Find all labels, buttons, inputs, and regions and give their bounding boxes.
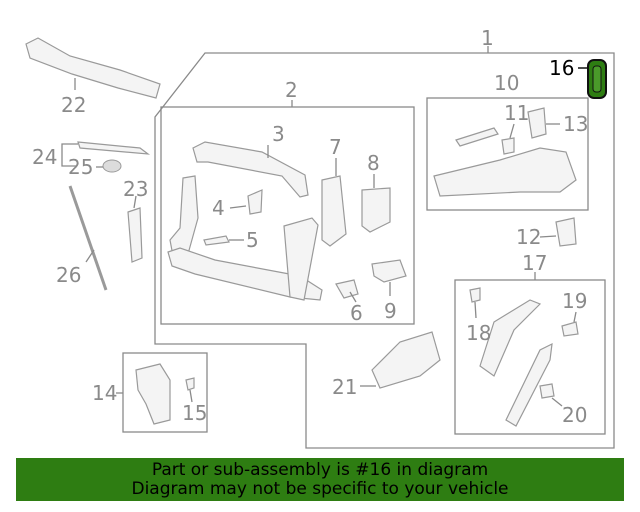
callout-10[interactable]: 10 — [494, 71, 519, 95]
callout-26[interactable]: 26 — [56, 263, 81, 287]
part-16-highlighted[interactable] — [587, 59, 607, 99]
part-14-bracket — [135, 363, 171, 425]
part-17-hinge-pillar — [505, 342, 553, 427]
callout-18[interactable]: 18 — [466, 321, 491, 345]
part-6-clip — [335, 279, 359, 299]
callout-7[interactable]: 7 — [329, 135, 342, 159]
part-18-clip — [469, 287, 481, 303]
callout-15[interactable]: 15 — [182, 401, 207, 425]
subassembly-box-17 — [454, 279, 606, 435]
callout-8[interactable]: 8 — [367, 151, 380, 175]
part-13-bracket — [527, 107, 547, 139]
part-9-bracket — [371, 259, 407, 283]
callout-1[interactable]: 1 — [481, 26, 494, 50]
subassembly-box-2 — [160, 106, 415, 325]
callout-14[interactable]: 14 — [92, 381, 117, 405]
callout-23[interactable]: 23 — [123, 177, 148, 201]
callout-5[interactable]: 5 — [246, 228, 259, 252]
radiator-support-frame — [167, 175, 323, 301]
info-banner: Part or sub-assembly is #16 in diagram D… — [16, 458, 624, 501]
callout-22[interactable]: 22 — [61, 93, 86, 117]
part-10-rail — [455, 127, 499, 147]
banner-line-2: Diagram may not be specific to your vehi… — [131, 479, 509, 499]
part-7-side-member — [321, 175, 347, 247]
callout-21[interactable]: 21 — [332, 375, 357, 399]
part-5-bracket — [203, 235, 230, 246]
part-26-rod — [68, 185, 108, 291]
part-10-apron — [433, 147, 577, 197]
part-23-bracket — [127, 207, 143, 263]
callout-4[interactable]: 4 — [212, 196, 225, 220]
banner-line-1: Part or sub-assembly is #16 in diagram — [151, 460, 489, 480]
part-12-bracket — [555, 217, 577, 247]
callout-19[interactable]: 19 — [562, 289, 587, 313]
part-15-clip — [185, 377, 195, 391]
callout-2[interactable]: 2 — [285, 78, 298, 102]
callout-11[interactable]: 11 — [504, 101, 529, 125]
callout-12[interactable]: 12 — [516, 225, 541, 249]
part-11-bracket — [501, 137, 515, 155]
part-19-bracket — [561, 321, 579, 337]
callout-9[interactable]: 9 — [384, 299, 397, 323]
callout-3[interactable]: 3 — [272, 122, 285, 146]
part-21-apron-extension — [371, 331, 441, 389]
callout-24[interactable]: 24 — [32, 145, 57, 169]
part-17-pillar — [479, 299, 542, 377]
part-25-grommet — [102, 159, 122, 173]
part-3-tie-bar — [192, 141, 309, 198]
callout-6[interactable]: 6 — [350, 301, 363, 325]
callout-20[interactable]: 20 — [562, 403, 587, 427]
part-8-deflector — [361, 187, 391, 233]
part-20-clip — [539, 383, 555, 399]
subassembly-box-10 — [426, 97, 589, 211]
callout-25[interactable]: 25 — [68, 155, 93, 179]
part-22-reinforcement — [25, 37, 161, 99]
part-24-seal — [77, 141, 151, 155]
assembly-outline-1 — [154, 52, 615, 449]
callout-13[interactable]: 13 — [563, 112, 588, 136]
callout-17[interactable]: 17 — [522, 251, 547, 275]
callout-16[interactable]: 16 — [549, 56, 574, 80]
parts-diagram: 1 2 3 4 5 6 7 8 9 10 11 13 1 — [25, 26, 615, 449]
part-4-bracket — [247, 189, 263, 215]
